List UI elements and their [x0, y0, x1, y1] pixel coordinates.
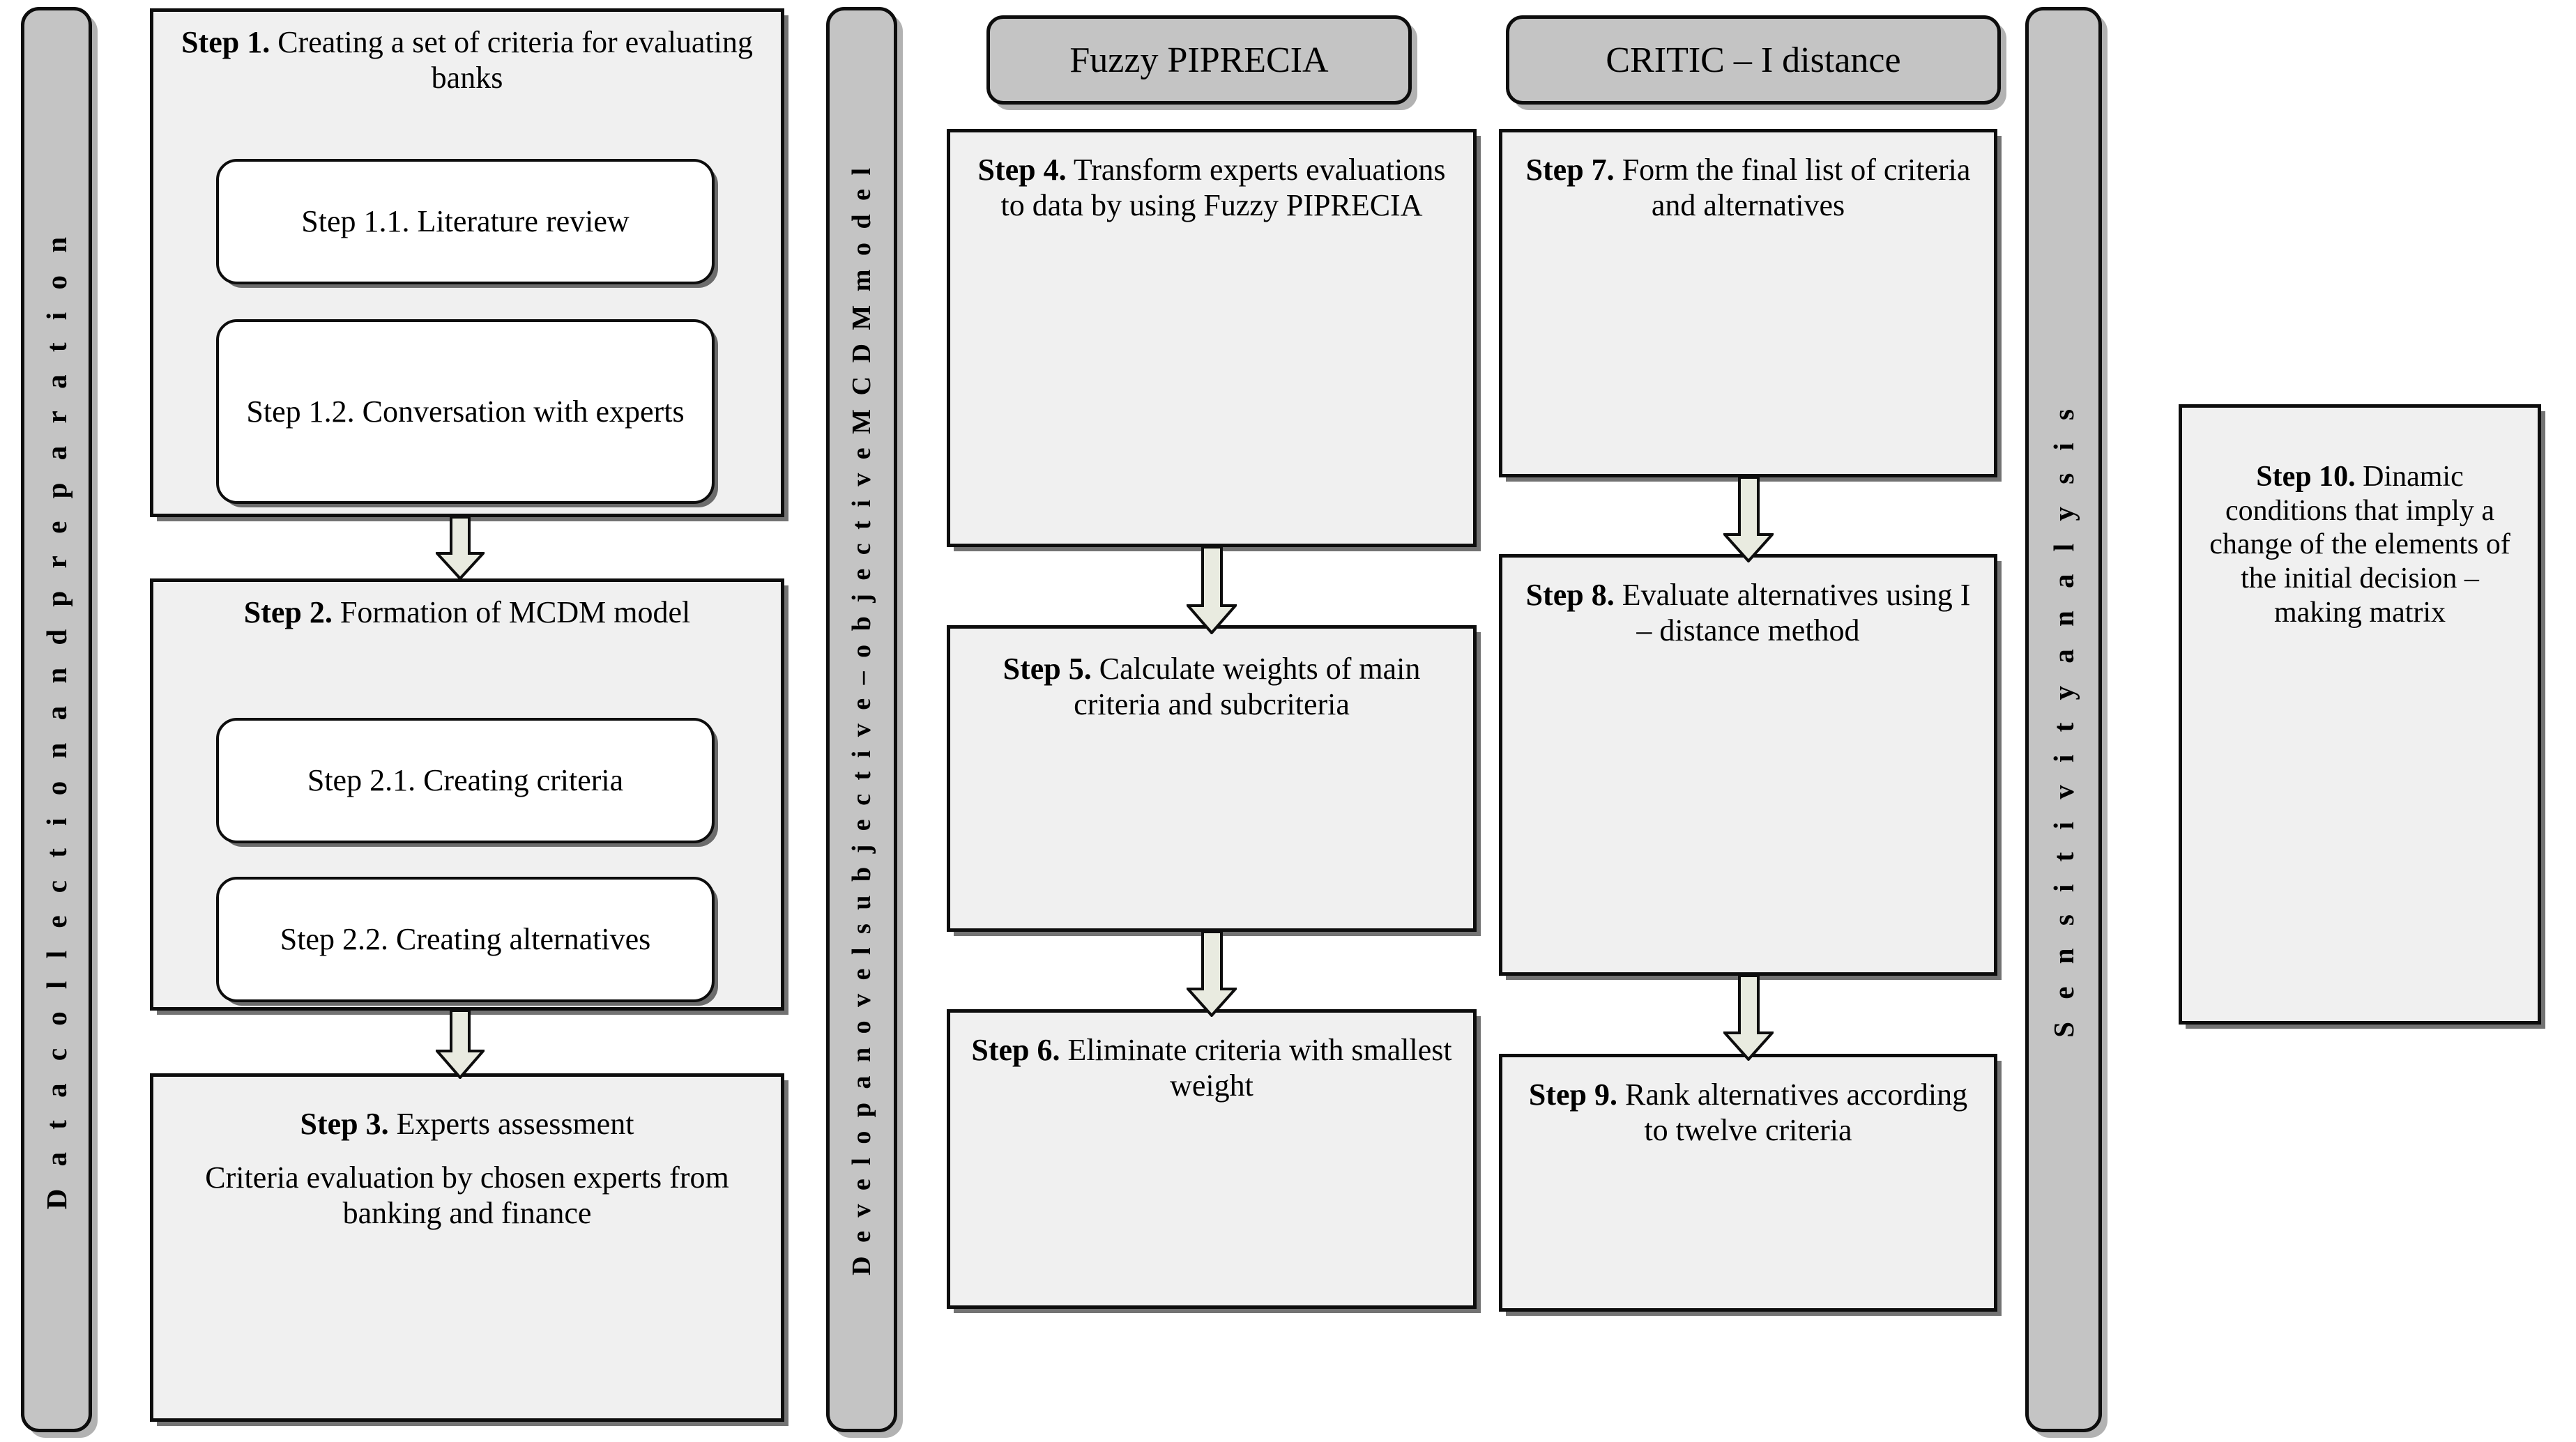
- method-header-critic-i-distance: CRITIC – I distance: [1506, 15, 2001, 105]
- step-2-number: Step 2.: [243, 595, 333, 629]
- step-1-number: Step 1.: [181, 25, 270, 59]
- step-4-box[interactable]: Step 4. Transform experts evaluations to…: [947, 129, 1477, 547]
- step-10-box[interactable]: Step 10. Dinamic conditions that imply a…: [2179, 404, 2541, 1025]
- method-header-label: Fuzzy PIPRECIA: [1069, 40, 1329, 80]
- step-9-text: Rank alternatives according to twelve cr…: [1617, 1077, 1968, 1148]
- step-1-text: Creating a set of criteria for evaluatin…: [270, 25, 753, 95]
- step-3-title: Step 3. Experts assessment: [153, 1077, 781, 1142]
- step-7-title: Step 7. Form the final list of criteria …: [1502, 132, 1994, 223]
- step-1-1-label: Step 1.1. Literature review: [301, 204, 630, 239]
- phase-banner-data-collection: D a t a c o l l e c t i o n a n d p r e …: [21, 7, 92, 1432]
- step-2-1-label: Step 2.1. Creating criteria: [307, 763, 624, 798]
- step-5-title: Step 5. Calculate weights of main criter…: [950, 629, 1473, 722]
- phase-banner-label: D a t a c o l l e c t i o n a n d p r e …: [40, 229, 73, 1210]
- step-4-text: Transform experts evaluations to data by…: [1000, 153, 1446, 223]
- step-8-text: Evaluate alternatives using I – distance…: [1614, 578, 1971, 648]
- step-8-number: Step 8.: [1525, 578, 1615, 612]
- step-6-number: Step 6.: [971, 1033, 1060, 1067]
- step-9-title: Step 9. Rank alternatives according to t…: [1502, 1057, 1994, 1148]
- phase-banner-mcdm-model: D e v e l o p a n o v e l s u b j e c t …: [826, 7, 897, 1432]
- step-2-text: Formation of MCDM model: [332, 595, 691, 629]
- step-5-box[interactable]: Step 5. Calculate weights of main criter…: [947, 625, 1477, 932]
- step-10-number: Step 10.: [2256, 461, 2356, 493]
- arrow-step4-step5: [1187, 547, 1237, 634]
- step-9-number: Step 9.: [1528, 1077, 1617, 1112]
- arrow-step2-step3: [436, 1011, 485, 1079]
- step-3-box[interactable]: Step 3. Experts assessment Criteria eval…: [150, 1073, 784, 1422]
- step-5-number: Step 5.: [1003, 652, 1092, 686]
- step-1-2-box[interactable]: Step 1.2. Conversation with experts: [216, 319, 715, 504]
- step-10-text: Dinamic conditions that imply a change o…: [2209, 461, 2510, 629]
- step-4-title: Step 4. Transform experts evaluations to…: [950, 132, 1473, 223]
- step-7-number: Step 7.: [1525, 153, 1615, 187]
- step-6-text: Eliminate criteria with smallest weight: [1060, 1033, 1452, 1103]
- phase-banner-label: D e v e l o p a n o v e l s u b j e c t …: [847, 164, 876, 1275]
- step-7-box[interactable]: Step 7. Form the final list of criteria …: [1499, 129, 1997, 477]
- step-2-2-box[interactable]: Step 2.2. Creating alternatives: [216, 877, 715, 1002]
- step-8-box[interactable]: Step 8. Evaluate alternatives using I – …: [1499, 554, 1997, 976]
- step-4-number: Step 4.: [977, 153, 1067, 187]
- step-1-1-box[interactable]: Step 1.1. Literature review: [216, 159, 715, 284]
- step-10-title: Step 10. Dinamic conditions that imply a…: [2182, 408, 2538, 630]
- step-2-2-label: Step 2.2. Creating alternatives: [280, 922, 651, 957]
- arrow-step1-step2: [436, 517, 485, 580]
- method-header-label: CRITIC – I distance: [1606, 40, 1901, 80]
- arrow-step8-step9: [1723, 976, 1774, 1061]
- phase-banner-sensitivity-analysis: S e n s i t i v i t y a n a l y s i s: [2025, 7, 2102, 1432]
- phase-banner-label: S e n s i t i v i t y a n a l y s i s: [2047, 401, 2080, 1038]
- step-7-text: Form the final list of criteria and alte…: [1614, 153, 1971, 223]
- arrow-step5-step6: [1187, 932, 1237, 1017]
- step-6-box[interactable]: Step 6. Eliminate criteria with smallest…: [947, 1009, 1477, 1309]
- step-6-title: Step 6. Eliminate criteria with smallest…: [950, 1013, 1473, 1103]
- step-3-number: Step 3.: [300, 1107, 389, 1141]
- step-2-title: Step 2. Formation of MCDM model: [153, 582, 781, 630]
- step-1-2-label: Step 1.2. Conversation with experts: [246, 394, 685, 429]
- step-3-body: Criteria evaluation by chosen experts fr…: [205, 1160, 729, 1231]
- step-5-text: Calculate weights of main criteria and s…: [1074, 652, 1421, 722]
- step-1-title: Step 1. Creating a set of criteria for e…: [153, 12, 781, 95]
- method-header-fuzzy-piprecia: Fuzzy PIPRECIA: [986, 15, 1412, 105]
- arrow-step7-step8: [1723, 477, 1774, 562]
- step-3-text: Experts assessment: [388, 1107, 634, 1141]
- step-8-title: Step 8. Evaluate alternatives using I – …: [1502, 558, 1994, 648]
- step-2-1-box[interactable]: Step 2.1. Creating criteria: [216, 718, 715, 843]
- step-9-box[interactable]: Step 9. Rank alternatives according to t…: [1499, 1054, 1997, 1312]
